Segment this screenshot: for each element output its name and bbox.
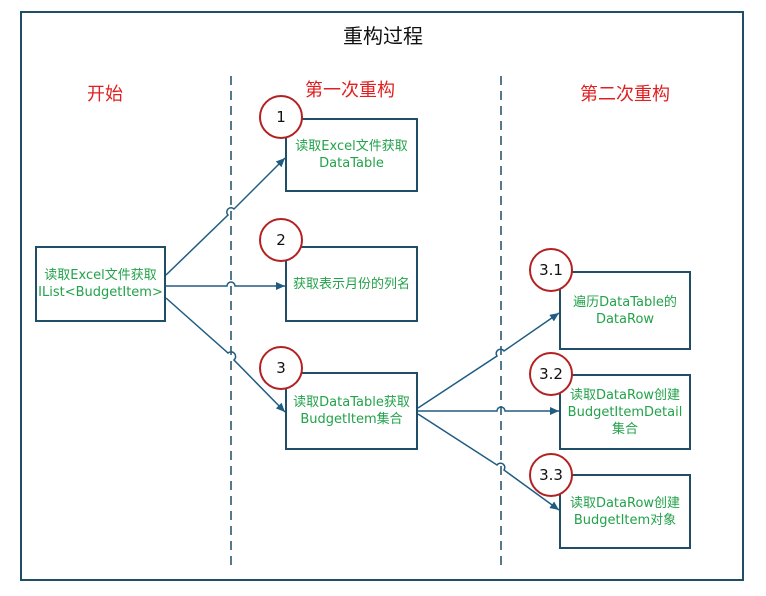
stage-label-second-refactor: 第二次重构 [580,84,670,105]
node-3-1: 遍历DataTable的DataRow [559,271,691,350]
stage-label-start: 开始 [87,84,123,105]
node-2: 获取表示月份的列名 [285,246,418,322]
diagram-frame [20,11,744,581]
arrow-3-to-3-1 [417,312,560,409]
diagram-title: 重构过程 [343,24,423,48]
stage-label-first-refactor: 第一次重构 [305,80,395,101]
arrow-start-to-3 [165,297,286,413]
step-marker-2: 2 [259,218,303,262]
step-marker-3-1: 3.1 [529,248,573,292]
arrow-3-to-3-2 [418,406,559,415]
node-3-2: 读取DataRow创建BudgetItemDetail集合 [559,374,691,450]
node-start: 读取Excel文件获取IList<BudgetItem> [35,246,166,322]
step-marker-1: 1 [259,95,303,139]
arrow-start-to-2 [166,281,285,290]
node-3-3: 读取DataRow创建BudgetItem对象 [559,474,691,549]
step-marker-3: 3 [259,346,303,390]
step-marker-3-2: 3.2 [529,352,573,396]
step-marker-3-3: 3.3 [529,453,573,497]
arrow-start-to-1 [165,157,286,276]
node-1: 读取Excel文件获取DataTable [285,118,418,192]
node-3: 读取DataTable获取BudgetItem集合 [285,372,418,450]
arrow-3-to-3-3 [417,413,560,511]
